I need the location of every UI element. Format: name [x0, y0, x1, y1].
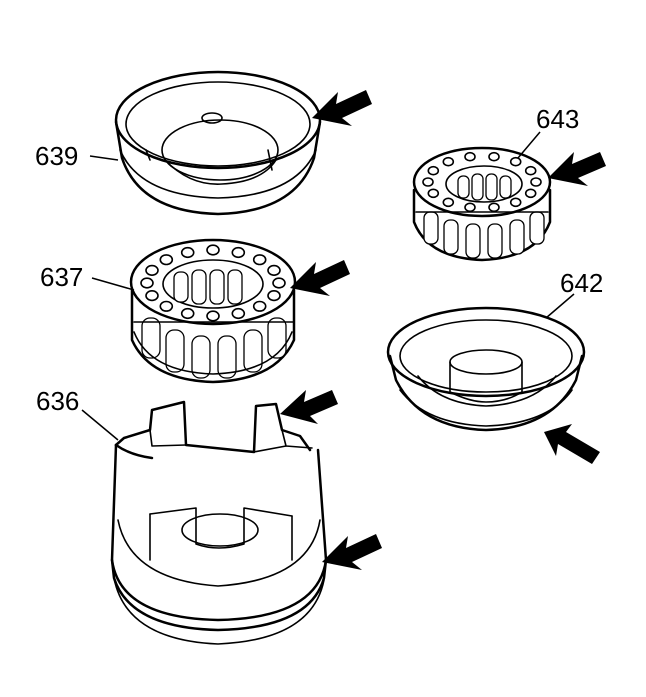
ring-hole	[252, 254, 267, 266]
part-639-cup	[114, 70, 322, 216]
ring-hole	[180, 307, 195, 320]
ring-hole	[145, 264, 159, 277]
arrow-icon	[312, 90, 372, 126]
arrow-icon	[548, 152, 606, 186]
arrow-icon	[290, 260, 350, 296]
ring-hole	[509, 197, 522, 208]
callout-637: 637	[40, 262, 83, 292]
ring-hole	[140, 277, 154, 289]
callout-636: 636	[36, 386, 79, 416]
callout-643: 643	[536, 104, 579, 134]
callout-639: 639	[35, 141, 78, 171]
ring-hole	[272, 277, 286, 289]
ring-hole	[464, 151, 476, 162]
ring-hole	[206, 244, 220, 256]
ring-hole	[267, 290, 281, 302]
part-642-dish	[386, 306, 586, 432]
arrow-icon	[322, 534, 382, 570]
ring-hole	[509, 156, 522, 167]
ring-hole	[231, 246, 246, 259]
ring-hole	[442, 197, 455, 208]
part-636-housing	[110, 400, 328, 645]
ring-hole	[530, 177, 542, 187]
ring-hole	[524, 188, 537, 199]
callout-642: 642	[560, 268, 603, 298]
ring-hole	[524, 165, 537, 176]
ring-hole	[145, 290, 159, 302]
ring-hole	[488, 151, 500, 162]
ring-hole	[206, 310, 220, 322]
ring-hole	[427, 165, 440, 176]
arrows	[280, 90, 606, 570]
ring-hole	[267, 264, 281, 277]
ring-hole	[180, 246, 195, 259]
ring-hole	[252, 300, 267, 312]
ring-hole	[488, 202, 500, 213]
part-637-spring-ring	[129, 238, 297, 384]
ring-hole	[231, 307, 246, 320]
ring-hole	[422, 177, 434, 187]
part-643-small-spring-ring	[412, 146, 552, 262]
ring-hole	[427, 188, 440, 199]
ring-hole	[464, 202, 476, 213]
ring-hole	[159, 300, 174, 312]
arrow-icon	[280, 390, 338, 424]
leader-lines	[81, 131, 575, 441]
ring-hole	[159, 254, 174, 266]
arrow-icon	[544, 424, 600, 464]
ring-hole	[442, 156, 455, 167]
